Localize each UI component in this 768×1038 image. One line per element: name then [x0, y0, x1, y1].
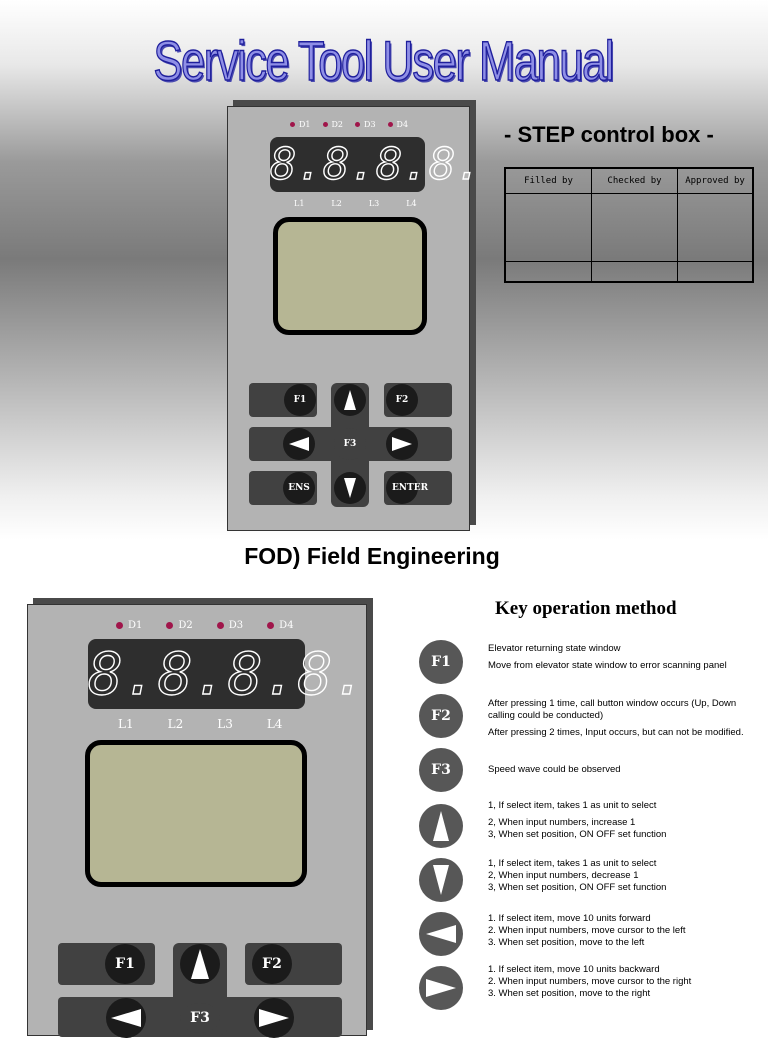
down-arrow-icon: [344, 478, 356, 498]
left-arrow-icon: [111, 1009, 141, 1027]
right-arrow-icon: [392, 437, 412, 451]
left-button[interactable]: [106, 998, 146, 1038]
led-d1: D1: [116, 620, 142, 631]
label-l4: L4: [266, 717, 283, 731]
led-dot-icon: [116, 622, 123, 629]
left-button[interactable]: [283, 428, 315, 460]
right-button[interactable]: [254, 998, 294, 1038]
led-row: D1 D2 D3 D4: [116, 620, 318, 631]
section-title: FOD) Field Engineering: [244, 543, 500, 569]
up-button[interactable]: [180, 944, 220, 984]
signature-cell[interactable]: [591, 193, 678, 262]
led-d4: D4: [387, 120, 408, 129]
date-cell[interactable]: [677, 261, 754, 282]
led-d3: D3: [216, 620, 243, 631]
seven-segment-display: 8. 8. 8. 8.: [269, 137, 483, 192]
header-approved-by: Approved by: [677, 167, 754, 194]
key-operation-description: 1. If select item, move 10 units backwar…: [488, 964, 692, 999]
up-button[interactable]: [334, 384, 366, 416]
left-arrow-icon: [289, 437, 309, 451]
step-control-box-title: - STEP control box -: [504, 122, 714, 147]
f2-button[interactable]: F2: [386, 384, 418, 416]
approval-table: Filled by Checked by Approved by: [504, 167, 754, 283]
up-arrow-icon: [191, 949, 209, 979]
key-operation-description: After pressing 1 time, call button windo…: [488, 698, 744, 738]
signature-cell[interactable]: [504, 193, 592, 262]
key-operation-description: 1. If select item, move 10 units forward…: [488, 913, 686, 948]
led-dot-icon: [322, 122, 328, 127]
digit: 8.: [227, 639, 298, 708]
table-row: [504, 193, 754, 262]
display-labels: L1 L2 L3 L4: [118, 717, 282, 731]
up-arrow-icon: [419, 804, 463, 848]
keypad: F1 F2 F3 ENS ENTER: [249, 383, 452, 507]
label-l3: L3: [368, 199, 380, 208]
date-cell[interactable]: [591, 261, 678, 282]
led-row: D1 D2 D3 D4: [290, 120, 420, 129]
enter-button[interactable]: ENTER: [386, 472, 428, 504]
table-header-row: Filled by Checked by Approved by: [504, 167, 754, 194]
header-filled-by: Filled by: [504, 167, 592, 194]
digit: 8.: [322, 138, 376, 190]
display-labels: L1 L2 L3 L4: [294, 199, 417, 208]
down-arrow-icon: [419, 858, 463, 902]
digit: 8.: [375, 138, 429, 190]
digit: 8.: [269, 138, 323, 190]
date-cell[interactable]: [504, 261, 592, 282]
document-title: Service Tool User Manual: [153, 28, 615, 93]
key-operation-description: 1, If select item, takes 1 as unit to se…: [488, 800, 667, 840]
digit: 8.: [157, 639, 228, 708]
label-l4: L4: [406, 199, 417, 208]
right-button[interactable]: [386, 428, 418, 460]
label-l2: L2: [167, 717, 184, 731]
up-arrow-icon: [344, 390, 356, 410]
led-dot-icon: [267, 622, 275, 629]
digit: 8.: [87, 639, 158, 708]
f2-key-icon: F2: [419, 694, 463, 738]
seven-segment-display: 8. 8. 8. 8.: [87, 639, 368, 709]
f3-button[interactable]: F3: [334, 428, 366, 460]
f3-button[interactable]: F3: [180, 1003, 220, 1033]
control-box-large: D1 D2 D3 D4 8. 8. 8. 8. L1 L2 L3 L4 F1 F…: [27, 604, 368, 1038]
digit: 8.: [428, 138, 482, 190]
led-d2: D2: [166, 620, 193, 631]
key-operation-description: 1, If select item, takes 1 as unit to se…: [488, 858, 667, 893]
label-l1: L1: [294, 199, 305, 208]
key-operation-description: Speed wave could be observed: [488, 764, 621, 775]
led-d2: D2: [322, 120, 343, 129]
table-row: [504, 261, 754, 282]
led-dot-icon: [355, 122, 361, 127]
key-operation-title: Key operation method: [495, 598, 677, 619]
led-dot-icon: [216, 622, 224, 629]
led-d3: D3: [355, 120, 376, 129]
keypad: F1 F2 F3: [58, 943, 342, 1038]
led-d4: D4: [267, 620, 294, 631]
f2-button[interactable]: F2: [252, 944, 292, 984]
header-checked-by: Checked by: [591, 167, 678, 194]
f3-key-icon: F3: [419, 748, 463, 792]
led-dot-icon: [290, 122, 295, 127]
lcd-screen: [273, 217, 427, 335]
right-arrow-icon: [259, 1009, 289, 1027]
led-dot-icon: [387, 122, 393, 127]
ens-button[interactable]: ENS: [283, 472, 315, 504]
signature-cell[interactable]: [677, 193, 754, 262]
f1-button[interactable]: F1: [105, 944, 145, 984]
down-button[interactable]: [334, 472, 366, 504]
key-operation-description: Elevator returning state window Move fro…: [488, 643, 727, 671]
control-box-small: D1 D2 D3 D4 8. 8. 8. 8. L1 L2 L3 L4 F1 F…: [227, 106, 483, 531]
right-arrow-icon: [419, 966, 463, 1010]
f1-button[interactable]: F1: [284, 384, 316, 416]
label-l3: L3: [217, 717, 233, 731]
lcd-screen: [85, 740, 307, 887]
label-l1: L1: [118, 717, 134, 731]
f1-key-icon: F1: [419, 640, 463, 684]
led-dot-icon: [166, 622, 174, 629]
left-arrow-icon: [419, 912, 463, 956]
digit: 8.: [297, 639, 368, 708]
led-d1: D1: [290, 120, 311, 129]
label-l2: L2: [331, 199, 342, 208]
